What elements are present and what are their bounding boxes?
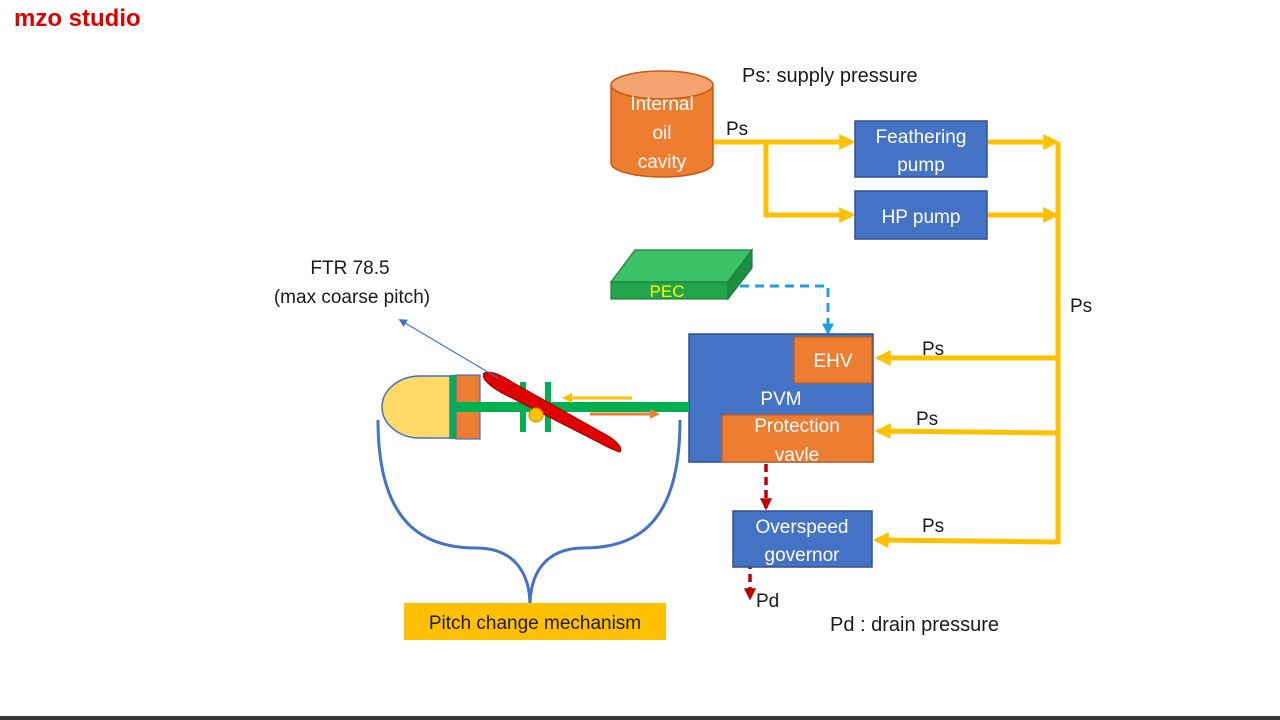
supply-flow-lines bbox=[714, 133, 1061, 549]
ps-label-manifold: Ps bbox=[1070, 296, 1092, 317]
ftr-label-line2: (max coarse pitch) bbox=[274, 287, 430, 308]
tank-label-line1: Internal bbox=[630, 94, 693, 115]
flow-to-governor bbox=[872, 532, 1059, 549]
ehv-label: EHV bbox=[813, 351, 852, 372]
protection-valve: Protection vavle bbox=[721, 414, 874, 466]
protection-valve-label-line2: vavle bbox=[775, 445, 819, 466]
feathering-pump: Feathering pump bbox=[854, 120, 988, 178]
oil-cavity-tank: Internal oil cavity bbox=[610, 70, 714, 178]
rod-motion-arrows bbox=[562, 393, 660, 419]
piston-housing bbox=[381, 374, 481, 440]
ftr-pointer-line bbox=[398, 319, 499, 379]
pvm-block: PVM EHV Protection vavle bbox=[688, 333, 874, 466]
bottom-border bbox=[0, 716, 1280, 720]
flow-to-protection bbox=[874, 423, 1059, 440]
mechanism-label-text: Pitch change mechanism bbox=[429, 613, 641, 634]
pvm-label: PVM bbox=[760, 389, 801, 410]
ftr-label-line1: FTR 78.5 bbox=[310, 258, 389, 279]
tank-label-line2: oil bbox=[652, 123, 671, 144]
ps-label-tank: Ps bbox=[726, 119, 748, 140]
feathering-pump-label-line2: pump bbox=[897, 155, 945, 176]
ps-label-governor: Ps bbox=[922, 516, 944, 537]
governor-label-line1: Overspeed bbox=[756, 517, 849, 538]
ps-label-ehv: Ps bbox=[922, 339, 944, 360]
legend-drain-pressure: Pd : drain pressure bbox=[830, 614, 999, 636]
pitch-change-mechanism-label: Pitch change mechanism bbox=[404, 603, 666, 640]
pd-label: Pd bbox=[756, 591, 779, 612]
ps-label-protection: Ps bbox=[916, 409, 938, 430]
blade-pivot bbox=[528, 407, 544, 423]
tank-label-line3: cavity bbox=[638, 152, 687, 173]
pec-label: PEC bbox=[650, 282, 685, 301]
propeller-blade bbox=[482, 371, 622, 453]
brand-logo-text: mzo studio bbox=[14, 5, 141, 32]
pec-unit: PEC bbox=[609, 248, 754, 301]
piston-rod bbox=[456, 402, 689, 412]
overspeed-governor: Overspeed governor bbox=[732, 510, 873, 568]
ehv-valve: EHV bbox=[793, 336, 873, 384]
hp-pump: HP pump bbox=[854, 190, 988, 240]
flow-branch-to-hp bbox=[763, 142, 856, 224]
governor-label-line2: governor bbox=[765, 545, 841, 566]
hp-pump-label: HP pump bbox=[882, 207, 961, 228]
legend-supply-pressure: Ps: supply pressure bbox=[742, 65, 918, 87]
feathering-pump-label-line1: Feathering bbox=[876, 127, 967, 148]
rod-collar-left bbox=[520, 382, 526, 432]
pec-signal-line bbox=[740, 284, 834, 336]
protection-valve-label-line1: Protection bbox=[754, 416, 840, 437]
mechanism-brace bbox=[376, 419, 682, 607]
